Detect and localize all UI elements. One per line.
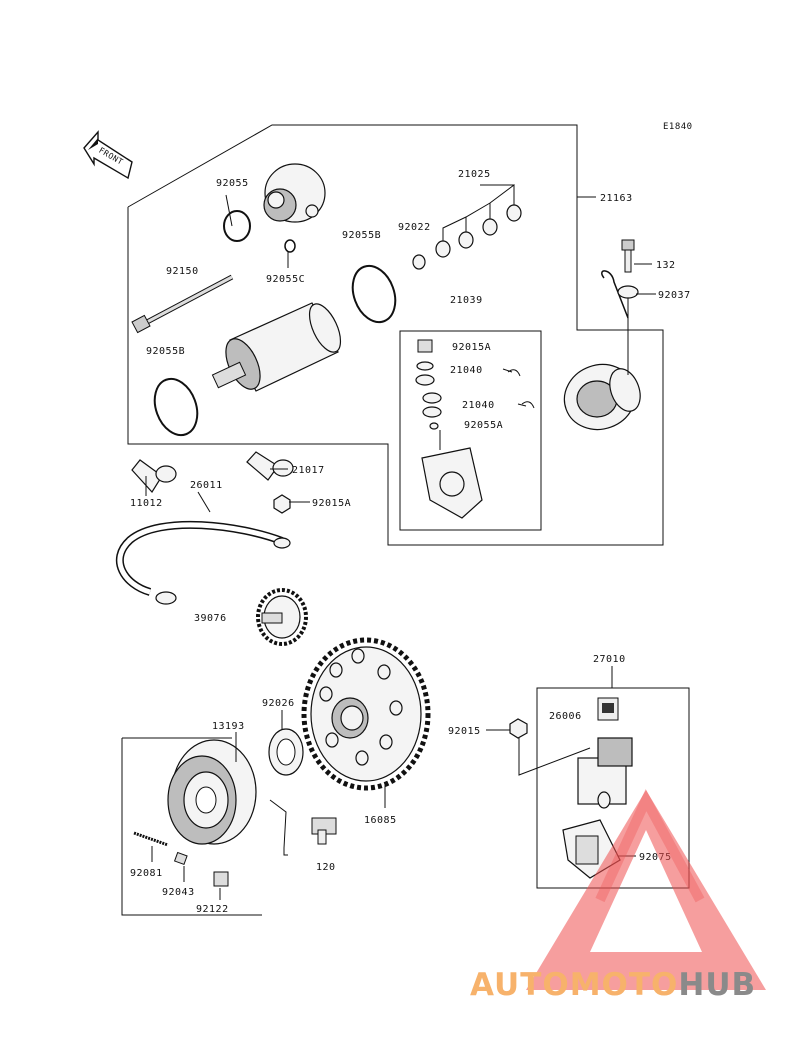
washer-92026: [268, 728, 304, 776]
label-21163: 21163: [600, 193, 633, 204]
bolt-132: [621, 239, 635, 273]
label-92150: 92150: [166, 266, 199, 277]
label-92022: 92022: [398, 222, 431, 233]
label-92122: 92122: [196, 904, 229, 915]
label-21025: 21025: [458, 169, 491, 180]
terminal-cap-11012: [131, 459, 177, 493]
label-11012: 11012: [130, 498, 163, 509]
label-21017: 21017: [292, 465, 325, 476]
through-bolt: [131, 274, 234, 334]
shim-set: [412, 204, 522, 270]
starter-relay: [577, 737, 633, 809]
front-arrow-icon: FRONT: [83, 130, 133, 180]
starter-motor-body: [211, 302, 342, 392]
label-92015a-box: 92015A: [452, 342, 491, 353]
spring-92081: [133, 831, 169, 847]
terminal-cap-21017: [246, 451, 294, 481]
label-92055b-left: 92055B: [146, 346, 185, 357]
label-26006: 26006: [549, 711, 582, 722]
o-ring-92055c: [284, 239, 296, 253]
label-132: 132: [656, 260, 676, 271]
label-92043: 92043: [162, 887, 195, 898]
front-housing: [563, 363, 641, 431]
label-21039: 21039: [450, 295, 483, 306]
label-92055b-top: 92055B: [342, 230, 381, 241]
fuse-26006: [597, 697, 619, 721]
o-ring-92055b-left: [153, 377, 199, 437]
label-16085: 16085: [364, 815, 397, 826]
watermark-text-1: AUTOMOTO: [470, 967, 678, 1003]
label-21040-b: 21040: [462, 400, 495, 411]
idle-gear: [256, 588, 308, 646]
starter-cable: [115, 520, 291, 605]
label-92026: 92026: [262, 698, 295, 709]
label-26011: 26011: [190, 480, 223, 491]
label-92015a-wire: 92015A: [312, 498, 351, 509]
label-92075: 92075: [639, 852, 672, 863]
watermark-text-2: HUB: [678, 967, 756, 1003]
watermark-triangle-icon: [526, 790, 766, 990]
starter-clutch-frame: [121, 737, 262, 916]
diagram-code: E1840: [663, 122, 693, 132]
bolt-120: [311, 817, 337, 845]
label-39076: 39076: [194, 613, 227, 624]
label-27010: 27010: [593, 654, 626, 665]
svg-text:AUTOMOTOHUB: AUTOMOTOHUB: [470, 967, 756, 1003]
o-ring-92055b-top: [351, 264, 397, 324]
nut-92015: [509, 718, 528, 739]
clip-92037: [601, 270, 639, 319]
label-92055c: 92055C: [266, 274, 305, 285]
starter-motor-frame: [127, 124, 664, 546]
roller-92122: [213, 871, 229, 887]
o-ring-92055: [223, 210, 251, 242]
label-92055: 92055: [216, 178, 249, 189]
nut-92015a: [273, 494, 291, 514]
plunger-92043: [173, 851, 188, 866]
label-21040-a: 21040: [450, 365, 483, 376]
label-120: 120: [316, 862, 336, 873]
label-92055a: 92055A: [464, 420, 503, 431]
watermark-logo: AUTOMOTOHUB: [470, 788, 766, 1003]
brush-holder-parts: [415, 339, 535, 519]
one-way-clutch: [167, 739, 257, 845]
starter-end-cap: [263, 163, 326, 223]
label-92081: 92081: [130, 868, 163, 879]
starter-clutch-gear: [301, 637, 431, 791]
label-92015: 92015: [448, 726, 481, 737]
label-92037: 92037: [658, 290, 691, 301]
label-13193: 13193: [212, 721, 245, 732]
